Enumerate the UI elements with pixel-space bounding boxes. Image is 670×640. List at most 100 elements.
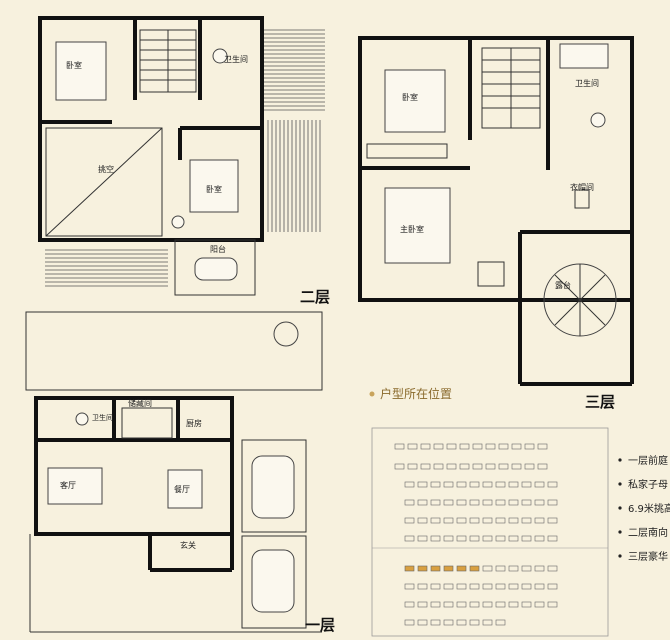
front-garden [25,311,323,391]
site-unit-block [430,499,441,506]
second-floor-plan: 卧室 卫生间 挑空 卧室 阳台 二层 [38,16,330,306]
site-unit-block [443,565,454,572]
site-unit-block [443,601,454,608]
site-unit-block [508,517,519,524]
site-unit-block [430,601,441,608]
site-unit-block [404,565,415,572]
car-a [251,455,295,519]
site-unit-block [404,481,415,488]
car-b [251,549,295,613]
site-unit-block [534,517,545,524]
room-label-entry: 玄关 [180,540,196,550]
site-unit-block [472,443,483,450]
site-unit-block [495,481,506,488]
site-unit-block [521,601,532,608]
bathtub-third [559,43,609,69]
floor-title-first: 一层 [305,616,335,634]
site-unit-block [459,443,470,450]
site-units [394,443,558,626]
room-label-bathroom-third: 卫生间 [575,78,599,88]
site-unit-block [394,443,405,450]
site-unit-block [417,517,428,524]
site-unit-block [495,565,506,572]
site-unit-block [456,601,467,608]
room-label-void: 挑空 [98,164,114,174]
site-unit-block [485,463,496,470]
bed-third [384,69,446,133]
site-unit-block [417,619,428,626]
legend: 一层前庭 私家子母 6.9米挑高 二层南向 三层豪华 [618,454,670,563]
site-unit-block [482,601,493,608]
deck-hatch-bottom [45,249,168,287]
site-unit-block [495,601,506,608]
site-unit-block [498,443,509,450]
legend-item: 一层前庭 [628,454,668,467]
site-unit-block [482,535,493,542]
site-unit-block [456,499,467,506]
site-plan-border [371,427,609,637]
sofa-first [47,467,103,505]
site-unit-block [469,565,480,572]
toilet-third [590,112,606,128]
bed-second-a [55,41,107,101]
site-unit-block [404,517,415,524]
site-unit-block [417,499,428,506]
site-unit-block [511,463,522,470]
site-unit-block [508,583,519,590]
site-unit-block [417,481,428,488]
site-unit-block [508,565,519,572]
site-unit-block [443,517,454,524]
site-unit-block [521,565,532,572]
site-unit-block [521,535,532,542]
site-unit-block [469,517,480,524]
site-unit-block [459,463,470,470]
site-unit-block [547,499,558,506]
site-unit-block [430,517,441,524]
site-unit-block [469,619,480,626]
site-unit-block [404,619,415,626]
site-unit-block [508,481,519,488]
site-unit-block [443,619,454,626]
site-unit-block [417,535,428,542]
site-unit-block [456,565,467,572]
site-unit-block [521,583,532,590]
room-label-bedroom-b: 卧室 [206,184,222,194]
deck-hatch-right [262,29,325,232]
site-unit-block [456,583,467,590]
room-label-bedroom-a: 卧室 [66,60,82,70]
room-label-balcony: 阳台 [210,244,226,254]
room-label-bathroom-second: 卫生间 [224,54,248,64]
site-unit-block [404,499,415,506]
site-unit-block [495,517,506,524]
site-unit-block [469,601,480,608]
site-unit-block [495,499,506,506]
site-unit-block [534,499,545,506]
site-unit-block [482,619,493,626]
site-unit-block [456,535,467,542]
site-unit-block [524,443,535,450]
site-unit-block [482,481,493,488]
site-unit-block [433,463,444,470]
site-unit-block [534,535,545,542]
site-unit-block [495,619,506,626]
third-floor-plan: 卧室 卫生间 衣帽间 主卧室 露台 三层 [358,36,634,411]
site-unit-block [482,583,493,590]
site-unit-block [430,583,441,590]
site-unit-block [495,583,506,590]
parking-space-a [241,439,307,533]
site-unit-block [394,463,405,470]
site-unit-block [547,535,558,542]
location-label: 户型所在位置 [380,386,452,401]
site-unit-block [407,443,418,450]
site-unit-block [430,619,441,626]
site-unit-block [547,517,558,524]
site-unit-block [482,517,493,524]
site-unit-block [443,481,454,488]
site-unit-block [456,517,467,524]
room-label-closet: 衣帽间 [570,182,594,192]
first-floor-plan: 卫生间 储藏间 厨房 客厅 餐厅 玄关 一层 [25,311,335,634]
site-unit-block [430,565,441,572]
site-unit-block [430,481,441,488]
site-unit-block [537,463,548,470]
room-label-terrace: 露台 [555,280,571,290]
